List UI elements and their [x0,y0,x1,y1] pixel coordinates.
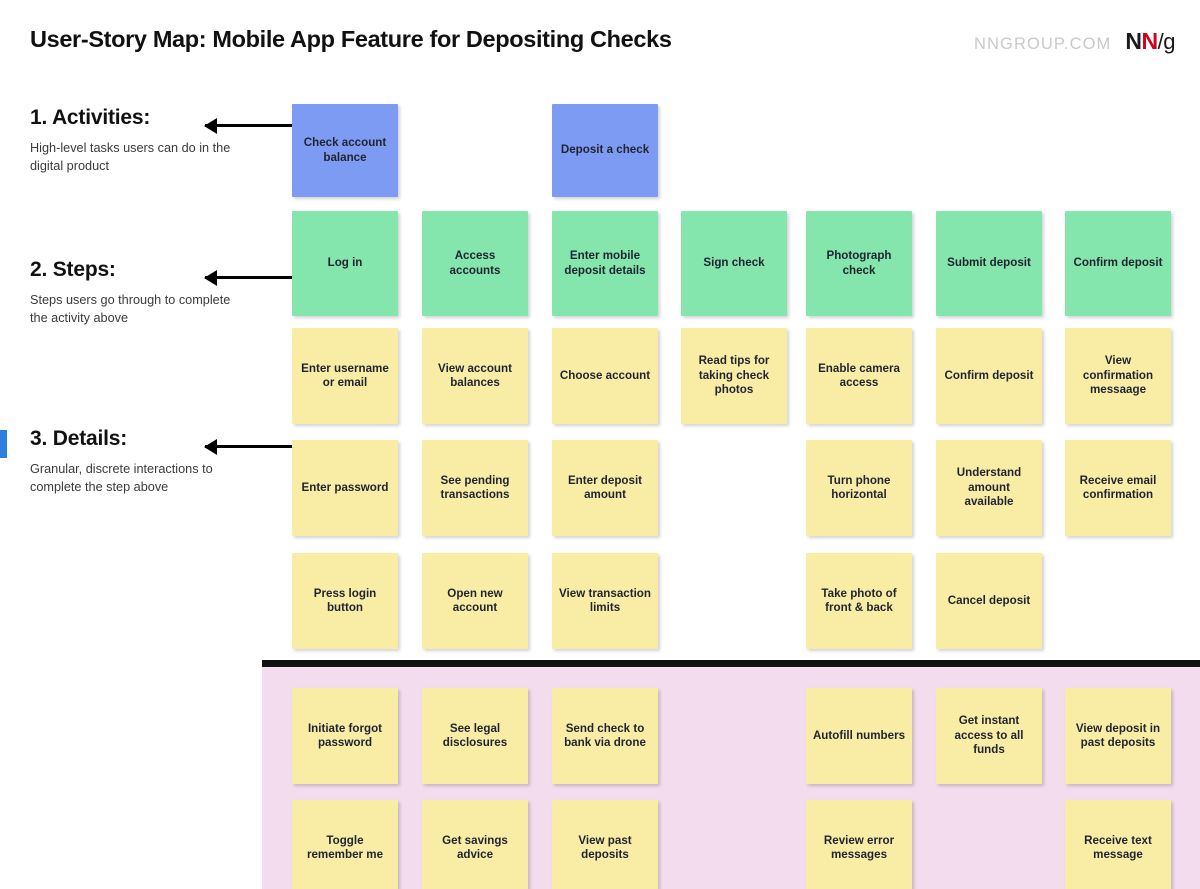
activity-card[interactable]: Deposit a check [552,104,658,197]
backlog-card[interactable]: Get instant access to all funds [936,688,1042,784]
arrow-to-details-icon [205,445,293,448]
backlog-card[interactable]: View past deposits [552,800,658,889]
detail-card[interactable]: Cancel deposit [936,553,1042,649]
backlog-card[interactable]: Autofill numbers [806,688,912,784]
backlog-card[interactable]: Review error messages [806,800,912,889]
detail-card[interactable]: Enable camera access [806,328,912,424]
backlog-card[interactable]: Send check to bank via drone [552,688,658,784]
backlog-region [262,660,1200,889]
legend-activities-description: High-level tasks users can do in the dig… [30,141,231,174]
step-card[interactable]: Submit deposit [936,211,1042,316]
detail-card[interactable]: Turn phone horizontal [806,440,912,536]
detail-card[interactable]: Choose account [552,328,658,424]
legend-steps-heading: 2. Steps: [30,258,116,281]
legend-details-heading: 3. Details: [30,427,128,450]
detail-card[interactable]: See pending transactions [422,440,528,536]
backlog-card[interactable]: Get savings advice [422,800,528,889]
detail-card[interactable]: Enter username or email [292,328,398,424]
detail-card[interactable]: Understand amount available [936,440,1042,536]
detail-card[interactable]: Press login button [292,553,398,649]
legend-details-description: Granular, discrete interactions to compl… [30,462,213,495]
detail-card[interactable]: Take photo of front & back [806,553,912,649]
logo-n-black: N [1125,28,1142,54]
nngroup-branding: NNGROUP.COM NN/g [974,28,1176,55]
logo-slash-g: /g [1157,29,1176,54]
arrow-to-steps-icon [205,276,293,279]
legend-activities: 1. Activities: High-level tasks users ca… [30,106,245,176]
detail-card[interactable]: Enter deposit amount [552,440,658,536]
backlog-card[interactable]: Toggle remember me [292,800,398,889]
backlog-card[interactable]: Receive text message [1065,800,1171,889]
step-card[interactable]: Access accounts [422,211,528,316]
step-card[interactable]: Photograph check [806,211,912,316]
backlog-card[interactable]: Initiate forgot password [292,688,398,784]
arrow-to-activities-icon [205,124,293,127]
blue-edge-marker [0,430,7,458]
nng-logo: NN/g [1125,28,1175,55]
detail-card[interactable]: View transaction limits [552,553,658,649]
legend-steps-description: Steps users go through to complete the a… [30,293,231,326]
logo-n-red: N [1141,28,1159,54]
detail-card[interactable]: Enter password [292,440,398,536]
step-card[interactable]: Sign check [681,211,787,316]
legend-steps: 2. Steps: Steps users go through to comp… [30,258,245,328]
detail-card[interactable]: View confirmation messaage [1065,328,1171,424]
detail-card[interactable]: Confirm deposit [936,328,1042,424]
backlog-card[interactable]: See legal disclosures [422,688,528,784]
activity-card[interactable]: Check account balance [292,104,398,197]
detail-card[interactable]: View account balances [422,328,528,424]
legend-details: 3. Details: Granular, discrete interacti… [30,427,245,497]
detail-card[interactable]: Receive email confirmation [1065,440,1171,536]
detail-card[interactable]: Open new account [422,553,528,649]
step-card[interactable]: Enter mobile deposit details [552,211,658,316]
brand-domain-text: NNGROUP.COM [974,35,1112,53]
backlog-card[interactable]: View deposit in past deposits [1065,688,1171,784]
detail-card[interactable]: Read tips for taking check photos [681,328,787,424]
step-card[interactable]: Confirm deposit [1065,211,1171,316]
legend-activities-heading: 1. Activities: [30,106,151,129]
page-title: User-Story Map: Mobile App Feature for D… [30,26,672,52]
step-card[interactable]: Log in [292,211,398,316]
